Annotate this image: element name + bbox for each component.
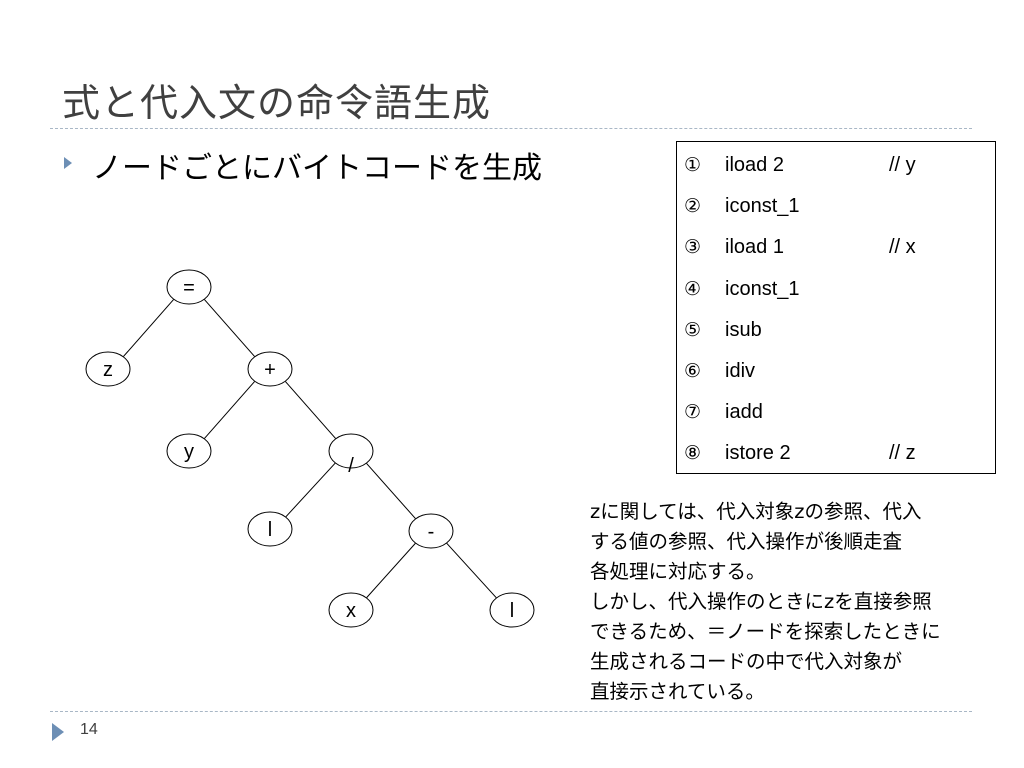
bytecode-row: ① iload 2 // y: [677, 145, 995, 185]
bytecode-step-number: ⑤: [684, 318, 702, 341]
bytecode-row: ⑧ istore 2 // z: [677, 433, 995, 473]
bytecode-row: ③ iload 1 // x: [677, 227, 995, 267]
explanation-note: zに関しては、代入対象zの参照、代入する値の参照、代入操作が後順走査各処理に対応…: [590, 497, 1010, 707]
bytecode-step-number: ③: [684, 236, 702, 259]
tree-node-plus: +: [247, 351, 293, 387]
bytecode-step-number: ⑥: [684, 360, 702, 382]
tree-edge: [204, 381, 255, 439]
tree-node-label: =: [183, 277, 195, 299]
tree-node-label: l: [268, 519, 272, 541]
tree-node-assign: =: [166, 269, 212, 305]
syntax-tree: = z + y / l - x l: [85, 269, 535, 628]
tree-node-z: z: [85, 351, 131, 387]
bytecode-step-number: ④: [684, 277, 702, 300]
bytecode-step-number: ⑦: [684, 401, 702, 424]
tree-edge: [123, 299, 174, 357]
bytecode-instruction: isub: [725, 318, 762, 341]
bytecode-row: ② iconst_1: [677, 186, 995, 226]
bytecode-comment: // z: [889, 442, 916, 465]
tree-node-label: -: [428, 521, 435, 543]
bytecode-instruction: iconst_1: [725, 195, 800, 218]
tree-node-label: +: [264, 359, 276, 381]
bytecode-comment: // y: [889, 154, 916, 176]
bytecode-instruction: iload 2: [725, 154, 784, 176]
bytecode-instruction: iload 1: [725, 236, 784, 259]
note-line: しかし、代入操作のときにzを直接参照: [590, 590, 932, 613]
tree-edge: [204, 299, 255, 357]
bytecode-row: ⑥ idiv: [677, 351, 995, 391]
tree-node-x: x: [328, 592, 374, 628]
bytecode-instruction: iconst_1: [725, 277, 800, 300]
tree-node-one_a: l: [247, 511, 293, 547]
bytecode-list: ① iload 2 // y ② iconst_1 ③ iload 1 // x ④ iconst…: [676, 141, 996, 474]
note-line: zに関しては、代入対象zの参照、代入: [590, 500, 922, 523]
bytecode-instruction: iadd: [725, 401, 763, 424]
tree-node-label: z: [103, 359, 113, 381]
bytecode-step-number: ②: [684, 195, 702, 218]
tree-node-label: l: [510, 600, 514, 622]
bytecode-row: ④ iconst_1: [677, 269, 995, 309]
page-number: 14: [80, 721, 98, 738]
tree-node-label: x: [346, 600, 356, 622]
tree-node-div: /: [328, 433, 374, 477]
bytecode-row: ⑦ iadd: [677, 392, 995, 432]
tree-edge: [366, 543, 416, 598]
bytecode-step-number: ①: [684, 154, 702, 176]
tree-node-minus: -: [408, 513, 454, 549]
note-line: 生成されるコードの中で代入対象が: [590, 650, 903, 673]
bytecode-step-number: ⑧: [684, 442, 702, 465]
tree-node-label: y: [184, 441, 194, 463]
tree-edge: [285, 462, 336, 518]
bytecode-instruction: idiv: [725, 360, 756, 382]
bytecode-comment: // x: [889, 236, 916, 259]
footer-divider: [50, 711, 972, 712]
tree-edge: [366, 463, 416, 519]
note-line: できるため、＝ノードを探索したときに: [590, 620, 941, 643]
tree-node-y: y: [166, 433, 212, 469]
footer-arrow-icon: [52, 723, 64, 741]
slide-title: 式と代入文の命令語生成: [62, 81, 492, 125]
tree-node-one_b: l: [489, 592, 535, 628]
tree-edge: [285, 381, 336, 439]
bullet-text: ノードごとにバイトコードを生成: [92, 151, 542, 186]
note-line: 各処理に対応する。: [590, 560, 766, 583]
tree-edge: [446, 542, 497, 599]
tree-node-label: /: [348, 455, 354, 477]
note-line: する値の参照、代入操作が後順走査: [590, 530, 903, 553]
title-divider: [50, 128, 972, 129]
bullet-arrow-icon: [64, 157, 72, 169]
bytecode-row: ⑤ isub: [677, 310, 995, 350]
bytecode-instruction: istore 2: [725, 442, 791, 465]
note-line: 直接示されている。: [590, 680, 765, 703]
